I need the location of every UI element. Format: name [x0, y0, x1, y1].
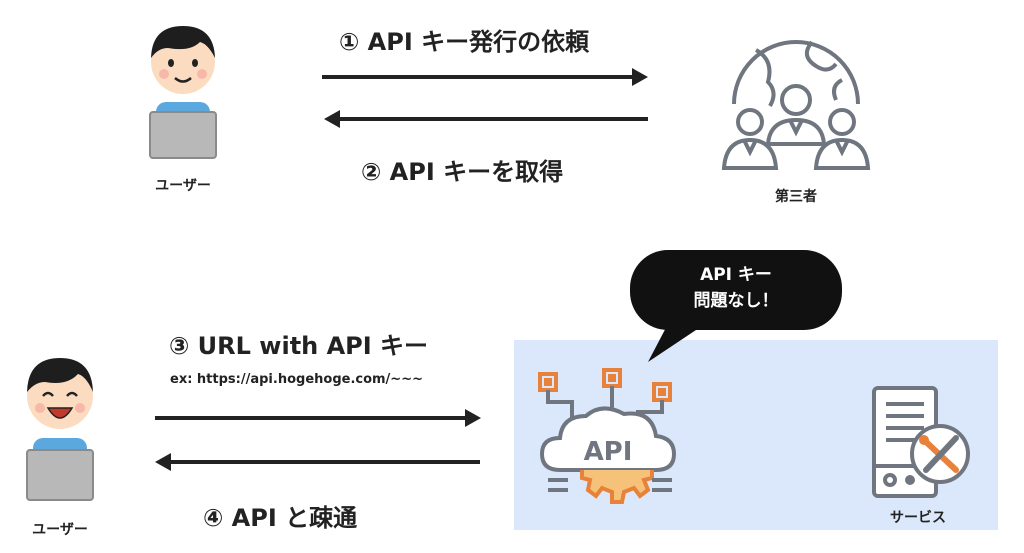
api-logo-text: API — [584, 437, 633, 467]
api-cloud-gear-icon: API — [538, 368, 677, 504]
user-person-icon — [26, 358, 94, 501]
top-user-caption: ユーザー — [155, 178, 211, 194]
server-tools-icon — [872, 386, 970, 498]
service-caption: サービス — [890, 510, 946, 526]
speech-bubble-icon — [630, 250, 842, 362]
third-party-globe-people-icon — [721, 40, 871, 170]
bubble-line-2: 問題なし！ — [693, 291, 779, 311]
url-with-api-key-label: ③ URL with API キー — [169, 332, 429, 360]
api-communicate-label: ④ API と疎通 — [203, 504, 358, 532]
bubble-line-1: API キー — [700, 265, 772, 285]
url-example-text: ex: https://api.hogehoge.com/~~~ — [170, 372, 423, 387]
bottom-user-caption: ユーザー — [32, 522, 88, 538]
request-api-key-label: ① API キー発行の依頼 — [339, 28, 590, 56]
user-person-icon — [149, 26, 217, 159]
bubble-text: API キー 問題なし！ — [640, 262, 832, 314]
receive-api-key-label: ② API キーを取得 — [361, 158, 564, 186]
third-party-caption: 第三者 — [775, 189, 817, 205]
